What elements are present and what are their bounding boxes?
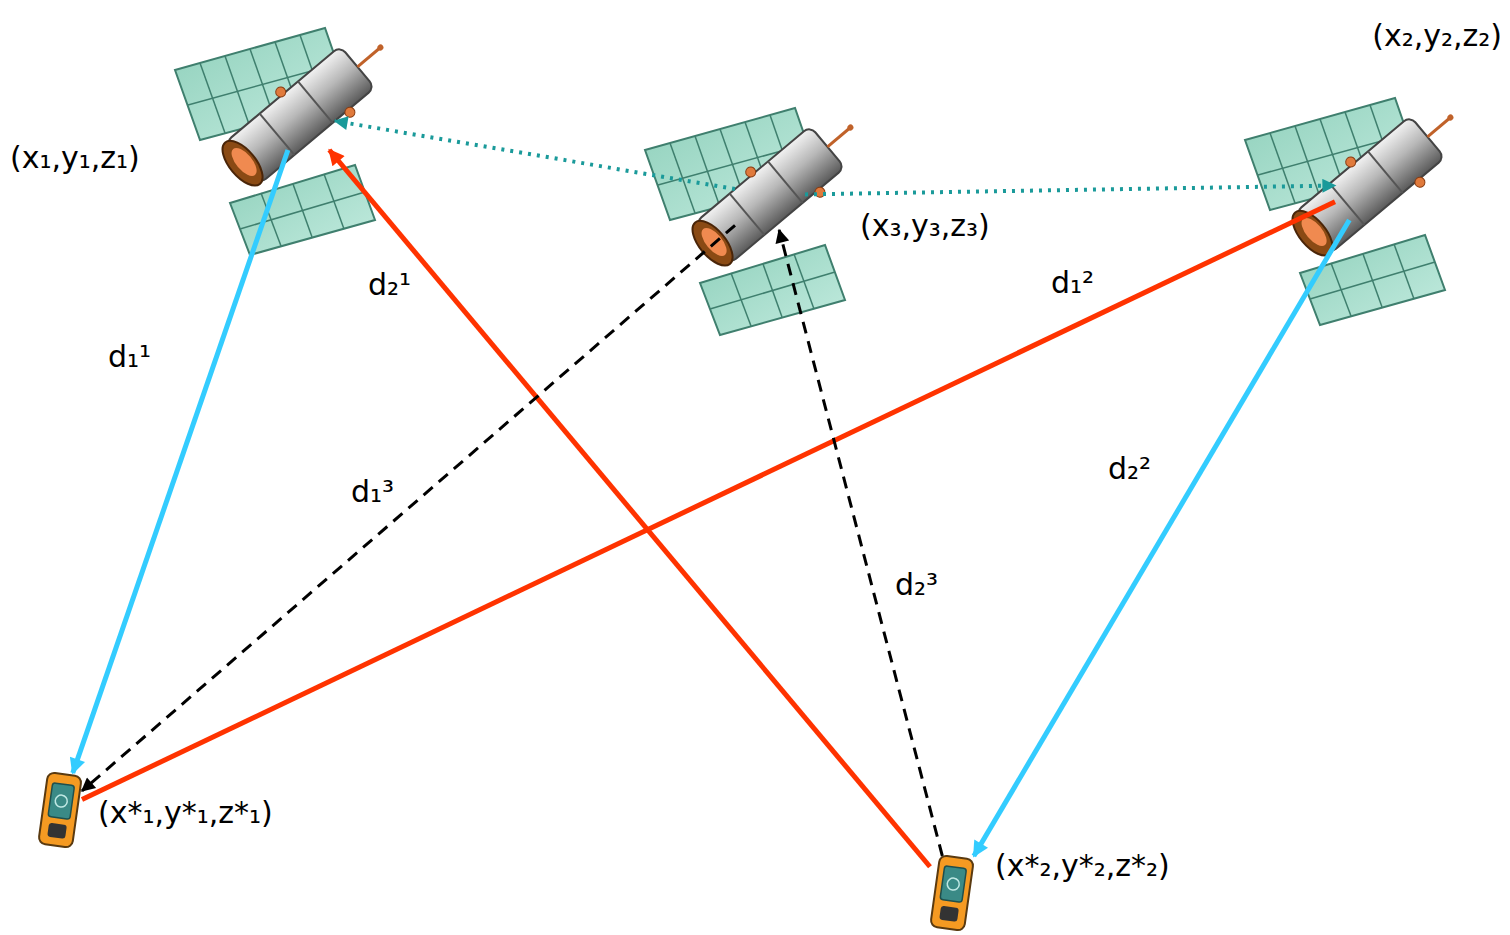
distance-label: d₂¹ bbox=[365, 268, 414, 302]
satellite-node: (x₂,y₂,z₂) bbox=[1335, 150, 1405, 220]
satellite-icon bbox=[1245, 89, 1475, 325]
distance-line bbox=[73, 150, 288, 773]
distance-label: d₁¹ bbox=[105, 340, 154, 374]
receiver-node: (x*₂,y*₂,z*₂) bbox=[930, 856, 974, 930]
distance-line bbox=[805, 186, 1335, 195]
satellite-icon bbox=[645, 99, 875, 335]
distance-line bbox=[329, 150, 930, 867]
distance-line bbox=[82, 202, 1335, 800]
receiver-icon bbox=[38, 772, 82, 848]
satellite-node: (x₁,y₁,z₁) bbox=[265, 80, 335, 150]
coordinate-label: (x₂,y₂,z₂) bbox=[1372, 18, 1502, 54]
receiver-node: (x*₁,y*₁,z*₁) bbox=[38, 773, 82, 847]
receiver-icon bbox=[930, 855, 974, 931]
distance-label: d₂² bbox=[1105, 452, 1154, 486]
coordinate-label: (x₁,y₁,z₁) bbox=[10, 140, 140, 176]
distance-label: d₂³ bbox=[892, 568, 941, 602]
distance-line bbox=[974, 220, 1349, 856]
distance-line bbox=[779, 230, 942, 856]
satellite-node: (x₃,y₃,z₃) bbox=[735, 160, 805, 230]
distance-line bbox=[82, 225, 735, 791]
distance-line bbox=[335, 121, 735, 189]
distance-label: d₁³ bbox=[348, 475, 397, 509]
coordinate-label: (x*₁,y*₁,z*₁) bbox=[98, 795, 273, 831]
coordinate-label: (x₃,y₃,z₃) bbox=[860, 208, 990, 244]
satellite-icon bbox=[175, 19, 405, 255]
coordinate-label: (x*₂,y*₂,z*₂) bbox=[995, 848, 1170, 884]
distance-label: d₁² bbox=[1048, 266, 1097, 300]
